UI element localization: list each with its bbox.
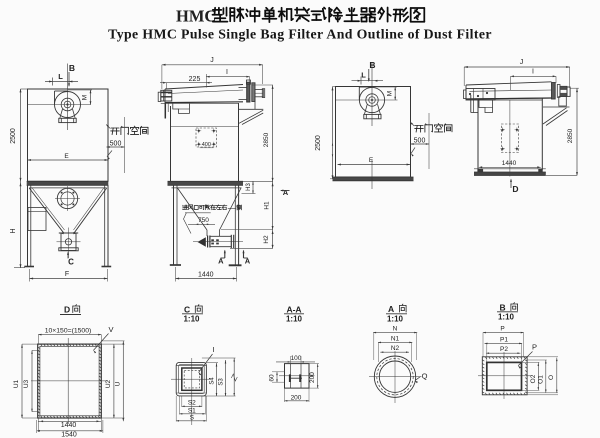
svg-text:J: J [520,59,524,66]
svg-text:P1: P1 [500,336,508,343]
svg-text:500: 500 [414,137,426,144]
svg-text:H1: H1 [264,201,271,210]
svg-text:P2: P2 [500,346,508,353]
svg-text:2500: 2500 [315,135,322,151]
svg-text:B: B [500,303,506,313]
svg-text:F: F [65,271,69,278]
svg-text:O1: O1 [537,375,544,384]
svg-text:2850: 2850 [263,132,270,147]
svg-text:B: B [69,63,75,73]
svg-text:J: J [210,57,214,64]
svg-text:O2: O2 [530,374,537,383]
svg-text:P: P [500,326,504,333]
svg-text:1:10: 1:10 [387,315,404,324]
svg-text:U1: U1 [13,379,20,388]
svg-text:E: E [64,153,69,160]
svg-text:L: L [58,72,63,81]
svg-text:O: O [548,375,555,380]
svg-text:N1: N1 [391,335,400,342]
svg-text:L: L [361,71,366,80]
svg-text:D: D [512,184,518,194]
svg-text:500: 500 [110,140,122,147]
svg-text:Type HMC Pulse Single Bag Filt: Type HMC Pulse Single Bag Filter And Out… [108,27,492,42]
svg-text:H2: H2 [263,235,270,244]
svg-text:N2: N2 [391,345,400,352]
svg-text:U2: U2 [105,379,112,388]
svg-text:V: V [108,325,113,334]
svg-text:400: 400 [202,142,211,148]
svg-text:S1: S1 [188,407,196,414]
svg-text:E: E [369,157,374,164]
svg-text:60: 60 [269,374,276,382]
svg-text:A-A: A-A [286,305,301,315]
svg-text:1440: 1440 [61,422,77,429]
svg-text:A: A [218,257,224,266]
svg-text:2850: 2850 [567,128,574,143]
svg-text:M: M [82,95,89,100]
svg-text:1:10: 1:10 [183,315,200,324]
svg-text:200: 200 [291,394,302,401]
svg-text:HMC: HMC [176,7,216,26]
svg-text:P: P [532,343,537,352]
svg-text:750: 750 [198,217,209,224]
svg-text:S: S [190,414,195,421]
svg-text:H: H [10,228,17,233]
svg-text:1:10: 1:10 [286,315,303,324]
svg-text:U: U [115,381,122,386]
svg-text:2500: 2500 [10,128,17,144]
svg-text:H3: H3 [246,183,252,191]
svg-text:B: B [369,60,375,70]
svg-text:10×150=(1500): 10×150=(1500) [45,327,92,334]
svg-text:C: C [184,305,190,315]
svg-text:200: 200 [309,372,316,383]
svg-text:I: I [212,345,214,354]
svg-text:225: 225 [189,76,201,83]
svg-text:C: C [68,258,74,267]
svg-text:N: N [393,326,398,333]
svg-text:1:10: 1:10 [498,313,515,322]
svg-text:S2: S2 [188,400,196,407]
svg-text:A: A [245,257,251,266]
svg-text:Q: Q [422,372,428,381]
svg-text:S3: S3 [218,378,224,386]
svg-text:D: D [64,305,70,315]
svg-text:1440: 1440 [198,271,214,278]
svg-text:M: M [386,91,393,96]
svg-text:A: A [283,188,289,197]
svg-text:A: A [388,304,394,314]
svg-text:1440: 1440 [502,160,517,167]
svg-text:1540: 1540 [61,432,77,438]
svg-text:I: I [226,69,228,76]
svg-text:100: 100 [291,355,302,362]
svg-text:I: I [532,69,534,76]
svg-text:S4: S4 [209,377,215,385]
svg-text:U3: U3 [23,379,30,388]
